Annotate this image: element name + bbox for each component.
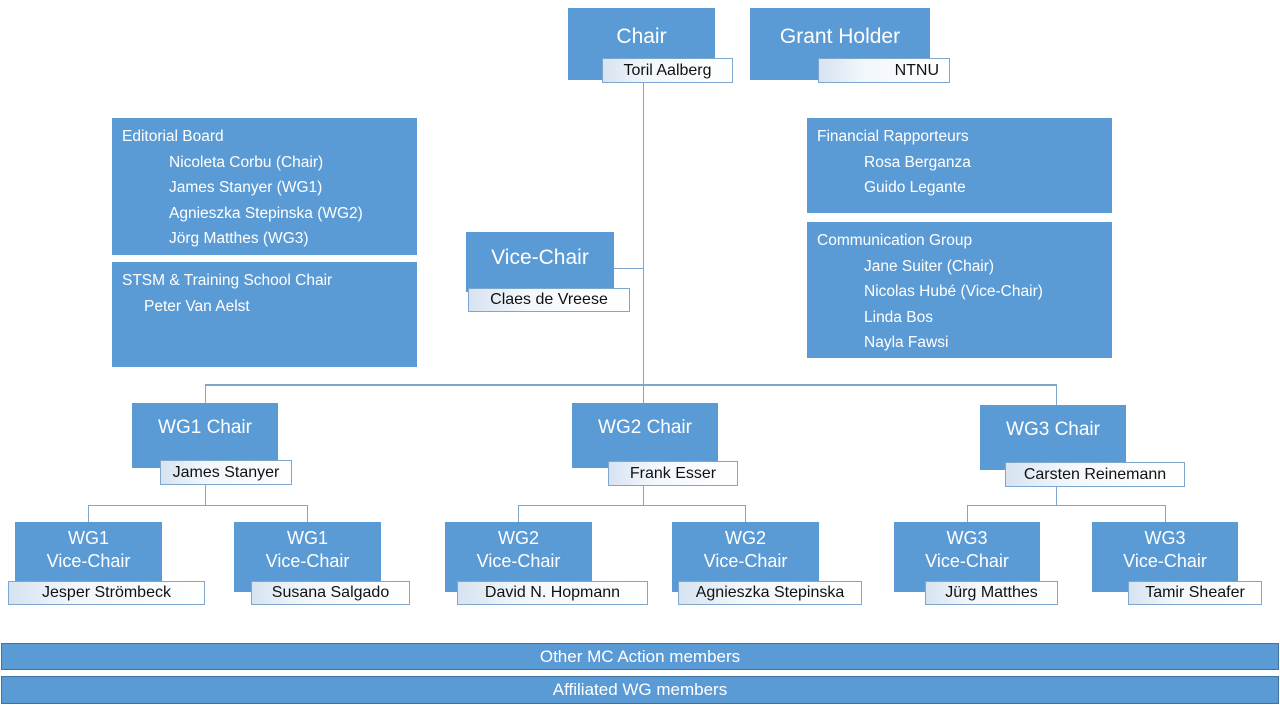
financial-rapporteurs-panel: Financial Rapporteurs Rosa Berganza Guid… <box>807 118 1112 213</box>
wg3-vice-chair-2-box: WG3 Vice-Chair <box>1092 522 1238 592</box>
communication-group-panel: Communication Group Jane Suiter (Chair) … <box>807 222 1112 358</box>
communication-group-member: Jane Suiter (Chair) <box>864 257 995 275</box>
vc-role: Vice-Chair <box>476 551 561 571</box>
connector-wg1-vc1-drop <box>88 505 89 522</box>
vc-group: WG2 <box>497 528 539 548</box>
editorial-board-member: Nicoleta Corbu (Chair) <box>169 153 324 171</box>
wg1-chair-title: WG1 Chair <box>158 417 252 438</box>
wg1-vice-chair-1-name-tag: Jesper Strömbeck <box>8 581 205 605</box>
wg2-vice-chair-2-name-tag: Agnieszka Stepinska <box>678 581 862 605</box>
financial-rapporteurs-member: Guido Legante <box>864 179 966 196</box>
connector-wg2-vc1-drop <box>518 505 519 522</box>
vice-chair-name-tag: Claes de Vreese <box>468 288 630 312</box>
vc-group: WG1 <box>67 528 109 548</box>
connector-drop-wg2 <box>643 384 644 403</box>
editorial-board-member: Jörg Matthes (WG3) <box>169 230 309 247</box>
wg2-vice-chair-1-box: WG2 Vice-Chair <box>445 522 592 592</box>
connector-wg3-vc2-drop <box>1165 505 1166 522</box>
wg1-chair-name-tag: James Stanyer <box>160 460 292 485</box>
wg3-vice-chair-1-name-tag: Jürg Matthes <box>925 581 1058 605</box>
vc-group: WG3 <box>946 528 988 548</box>
wg2-vice-chair-2-box: WG2 Vice-Chair <box>672 522 819 592</box>
wg1-vice-chair-1-box: WG1 Vice-Chair <box>15 522 162 592</box>
vice-chair-title: Vice-Chair <box>491 246 589 269</box>
wg3-chair-name-tag: Carsten Reinemann <box>1005 462 1185 487</box>
vc-role: Vice-Chair <box>1123 551 1207 571</box>
communication-group-member: Nicolas Hubé (Vice-Chair) <box>864 283 1043 300</box>
connector-wg1-stem <box>205 485 206 505</box>
wg1-vice-chair-2-box: WG1 Vice-Chair <box>234 522 381 592</box>
connector-drop-wg3 <box>1056 384 1057 405</box>
communication-group-member: Nayla Fawsi <box>864 334 949 351</box>
financial-rapporteurs-member: Rosa Berganza <box>864 153 971 171</box>
wg3-chair-box: WG3 Chair <box>980 405 1126 470</box>
wg3-vice-chair-1-box: WG3 Vice-Chair <box>894 522 1040 592</box>
grant-holder-name-tag: NTNU <box>818 58 950 83</box>
communication-group-member: Linda Bos <box>864 308 933 326</box>
connector-wg3-horizontal <box>967 505 1165 506</box>
vice-chair-box: Vice-Chair <box>466 232 614 292</box>
vc-role: Vice-Chair <box>925 551 1009 571</box>
wg2-chair-box: WG2 Chair <box>572 403 718 468</box>
editorial-board-title: Editorial Board <box>122 128 224 145</box>
vc-role: Vice-Chair <box>265 551 350 571</box>
editorial-board-member: James Stanyer (WG1) <box>169 179 323 196</box>
vc-role: Vice-Chair <box>46 551 131 571</box>
wg3-chair-title: WG3 Chair <box>1006 419 1100 440</box>
connector-wg2-stem <box>643 486 644 505</box>
connector-wg2-vc2-drop <box>745 505 746 522</box>
financial-rapporteurs-title: Financial Rapporteurs <box>817 128 969 145</box>
wg2-chair-name-tag: Frank Esser <box>608 461 738 486</box>
connector-vice-chair <box>614 268 643 269</box>
vc-group: WG2 <box>724 528 766 548</box>
other-mc-members-bar: Other MC Action members <box>1 643 1279 670</box>
wg1-vice-chair-2-name-tag: Susana Salgado <box>251 581 410 605</box>
connector-wg3-vc1-drop <box>967 505 968 522</box>
connector-wg2-horizontal <box>518 505 745 506</box>
wg2-chair-title: WG2 Chair <box>598 417 692 438</box>
connector-wg3-stem <box>1056 487 1057 505</box>
editorial-board-panel: Editorial Board Nicoleta Corbu (Chair) J… <box>112 118 417 255</box>
chair-title: Chair <box>616 25 667 48</box>
connector-wg1-vc2-drop <box>307 505 308 522</box>
vc-role: Vice-Chair <box>703 551 788 571</box>
connector-main-horizontal <box>205 384 1056 386</box>
wg1-chair-box: WG1 Chair <box>132 403 278 468</box>
wg3-vice-chair-2-name-tag: Tamir Sheafer <box>1128 581 1262 605</box>
vc-group: WG1 <box>286 528 328 548</box>
affiliated-wg-members-bar: Affiliated WG members <box>1 676 1279 704</box>
grant-holder-title: Grant Holder <box>779 25 901 48</box>
connector-drop-wg1 <box>205 384 206 403</box>
stsm-panel: STSM & Training School Chair Peter Van A… <box>112 262 417 367</box>
connector-wg1-horizontal <box>88 505 307 506</box>
stsm-title: STSM & Training School Chair <box>122 272 333 289</box>
stsm-member: Peter Van Aelst <box>144 297 250 315</box>
communication-group-title: Communication Group <box>817 232 973 249</box>
vc-group: WG3 <box>1144 528 1186 548</box>
chair-name-tag: Toril Aalberg <box>602 58 733 83</box>
editorial-board-member: Agnieszka Stepinska (WG2) <box>169 204 363 222</box>
wg2-vice-chair-1-name-tag: David N. Hopmann <box>457 581 648 605</box>
connector-chair-vertical <box>643 83 644 384</box>
